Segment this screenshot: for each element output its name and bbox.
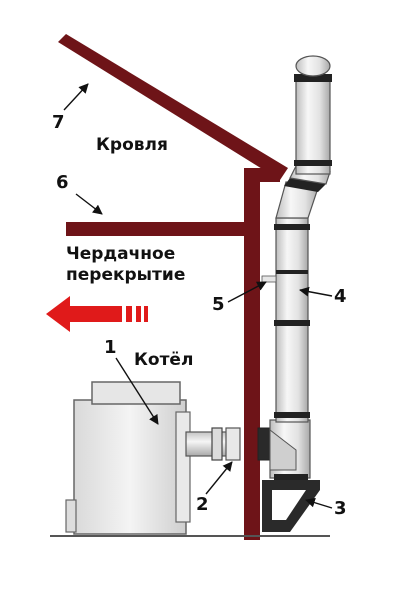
leader-3 (305, 497, 333, 509)
leader-5 (227, 281, 267, 303)
band-2 (274, 320, 310, 326)
band-3 (274, 412, 310, 418)
band-1 (274, 224, 310, 230)
callout-1: 1 (104, 337, 117, 358)
callout-5: 5 (212, 294, 225, 315)
attic-floor-beam (66, 222, 260, 236)
chimney-tee (269, 419, 311, 482)
callout-2: 2 (196, 494, 209, 515)
leader-7 (63, 83, 89, 111)
boiler (65, 381, 191, 535)
leader-4 (299, 286, 333, 297)
boiler-side (175, 411, 191, 523)
heat-arrow-icon (46, 296, 148, 332)
leader-arrow-icon (63, 83, 333, 509)
tee-band (274, 474, 308, 482)
callout-4: 4 (334, 286, 347, 307)
leader-1 (115, 357, 159, 425)
callout-3: 3 (334, 498, 347, 519)
roof-beam (58, 34, 288, 180)
support-bracket (262, 480, 320, 532)
callout-7: 7 (52, 112, 65, 133)
leader-2 (205, 461, 233, 495)
boiler-door (65, 499, 77, 533)
label-boiler: Котёл (134, 350, 193, 370)
cap-band (294, 74, 332, 82)
callout-6: 6 (56, 172, 69, 193)
boiler-top (91, 381, 181, 405)
label-attic-floor: Чердачное (66, 244, 175, 264)
leader-6 (75, 193, 103, 215)
boiler-body (73, 399, 187, 535)
chimney-pipe (261, 217, 310, 423)
passthrough-unit (261, 275, 277, 283)
label-roof: Кровля (96, 135, 168, 155)
chimney-cap (295, 55, 331, 77)
wall-post (244, 168, 280, 540)
upper-band (294, 160, 332, 166)
chimney-upper (294, 55, 332, 175)
passthrough-band (276, 270, 308, 274)
label-attic-floor-2: перекрытие (66, 265, 185, 285)
flue-connector (185, 427, 273, 461)
